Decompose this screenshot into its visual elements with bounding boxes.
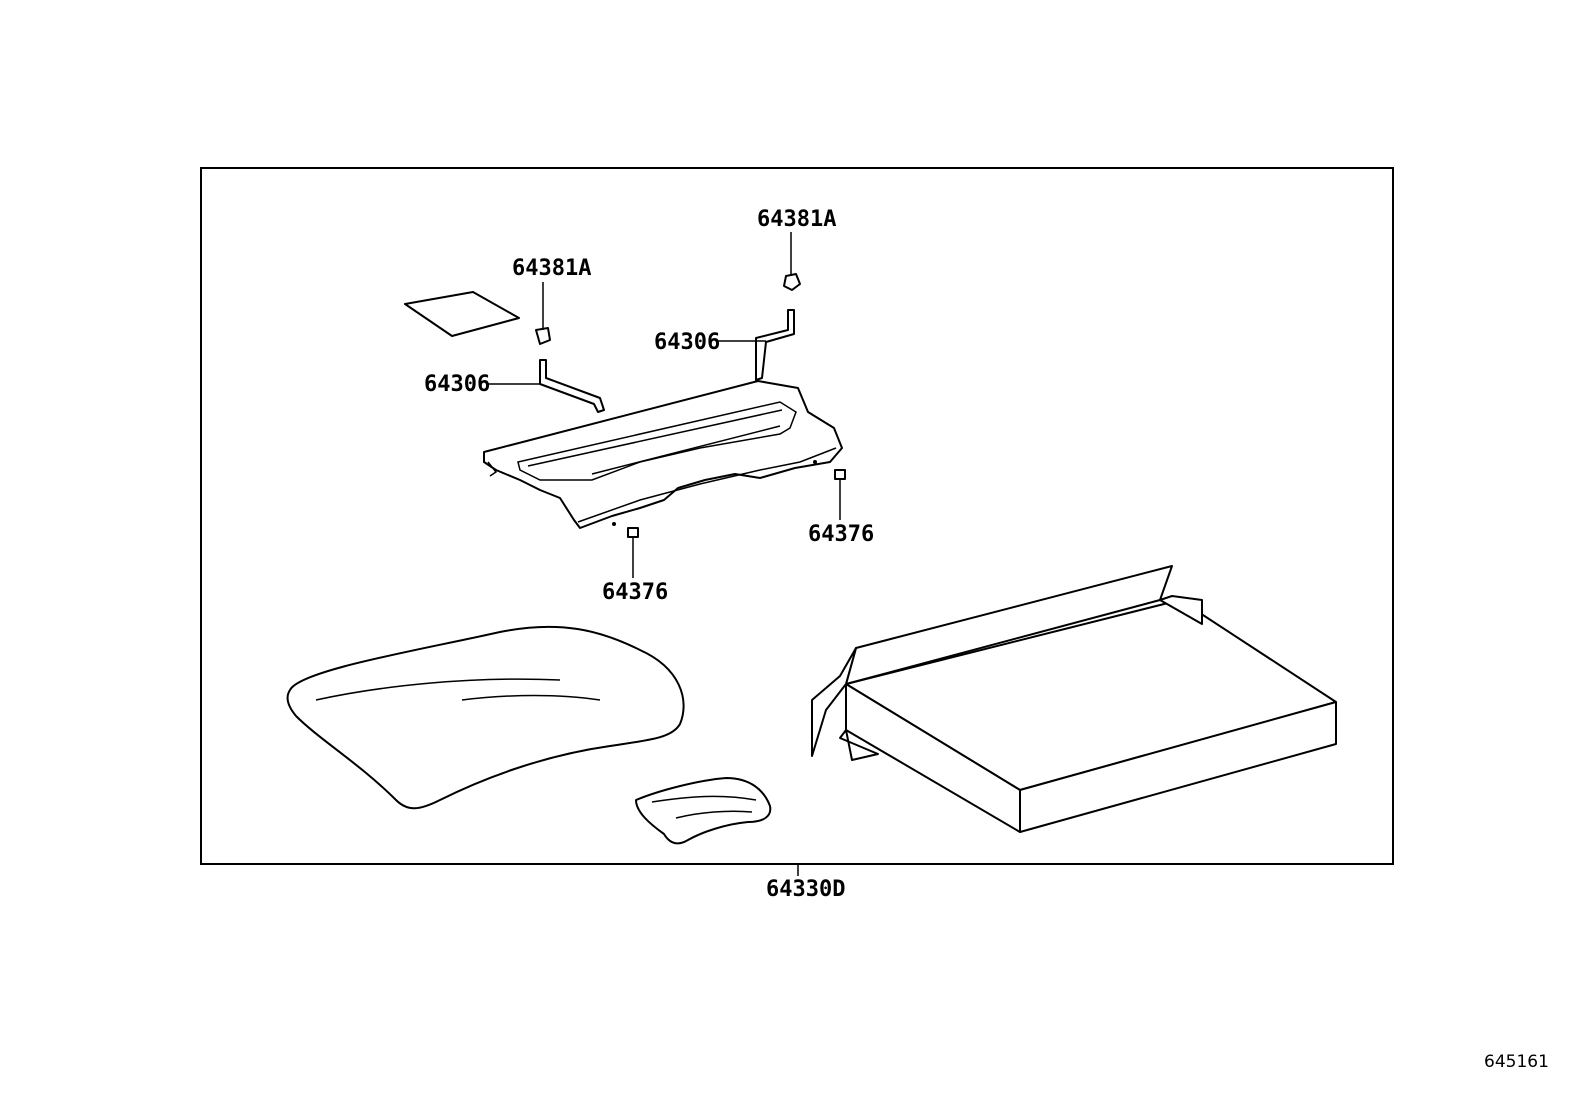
clip-left [535,327,551,345]
callout-64376-bottom: 64376 [602,580,668,605]
callout-64330D: 64330D [766,877,845,902]
cushion-pad-small [635,777,772,845]
callout-64306-right: 64306 [654,330,720,355]
clip-64376-left [627,527,639,538]
mat-sheet [404,291,520,337]
storage-box [811,565,1337,833]
callout-64381A-right: 64381A [757,207,836,232]
figure-number: 645161 [1484,1052,1549,1072]
support-rod-left [539,359,605,413]
callout-64376-right: 64376 [808,522,874,547]
clip-64376-right [834,469,846,480]
cushion-pad-large [286,625,685,810]
package-tray-trim [483,380,843,529]
callout-64381A-left: 64381A [512,256,591,281]
kit-frame [200,167,1394,865]
clip-right [783,273,801,291]
support-rod-right [755,309,795,381]
callout-64306-left: 64306 [424,372,490,397]
